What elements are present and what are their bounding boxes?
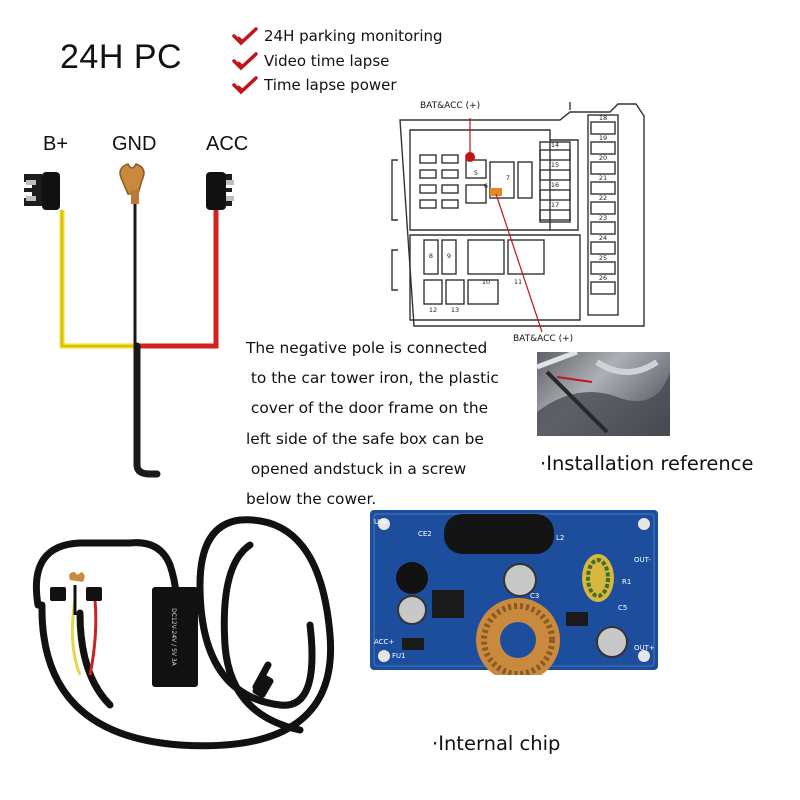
fuse-label-top: BAT&ACC (+) bbox=[420, 101, 481, 111]
mini-usb-plug bbox=[252, 674, 274, 698]
fuse-number: 19 bbox=[599, 134, 607, 142]
fuse-number: 20 bbox=[599, 154, 607, 162]
spade-connector bbox=[86, 587, 102, 601]
description-line: cover of the door frame on the bbox=[246, 399, 489, 418]
fuse-label-bottom: BAT&ACC (+) bbox=[513, 334, 574, 344]
pcb-label-out-minus: OUT- bbox=[634, 556, 651, 564]
fuse-highlight-acc bbox=[490, 188, 502, 196]
fuse-number: 15 bbox=[551, 161, 559, 169]
spade-connector-acc bbox=[206, 172, 234, 210]
fuse-number: 16 bbox=[551, 181, 559, 189]
wire-red bbox=[138, 210, 219, 349]
pcb-label-c5: C5 bbox=[618, 604, 627, 612]
feature-list: 24H parking monitoring Video time lapse … bbox=[232, 24, 443, 98]
feature-item: 24H parking monitoring bbox=[232, 24, 443, 49]
car-interior-image bbox=[537, 352, 670, 436]
fuse-number: 24 bbox=[599, 234, 607, 242]
feature-text: 24H parking monitoring bbox=[264, 27, 443, 45]
checkmark-icon bbox=[232, 76, 258, 95]
fuse-number: 25 bbox=[599, 254, 607, 262]
wire-yellow bbox=[59, 210, 136, 349]
fuse-number: 5 bbox=[474, 169, 478, 177]
fuse-number: 18 bbox=[599, 114, 607, 122]
installation-photo bbox=[537, 352, 670, 436]
fuse-number: 17 bbox=[551, 201, 559, 209]
spade-connector bbox=[50, 587, 66, 601]
fuse-number: 13 bbox=[451, 306, 459, 314]
fuse-number: 11 bbox=[514, 278, 522, 286]
feature-item: Time lapse power bbox=[232, 73, 443, 98]
chip-caption: ·Internal chip bbox=[432, 732, 561, 755]
ring-terminal-gnd bbox=[119, 163, 145, 204]
installation-caption: ·Installation reference bbox=[540, 452, 754, 475]
description-line: below the cower. bbox=[246, 490, 377, 509]
capacitor bbox=[444, 514, 554, 554]
fuse-number: 21 bbox=[599, 174, 607, 182]
pcb-label-r1: R1 bbox=[622, 578, 631, 586]
description-line: The negative pole is connected bbox=[246, 339, 488, 357]
pcb-label-out-plus: OUT+ bbox=[634, 644, 655, 652]
wiring-diagram bbox=[24, 163, 234, 478]
main-cable bbox=[133, 342, 161, 478]
fuse-number: 9 bbox=[447, 252, 451, 260]
wire-label-acc: ACC bbox=[206, 133, 249, 155]
pcb-label-uin: UIN- bbox=[374, 518, 389, 526]
installation-description: The negative pole is connected to the ca… bbox=[246, 333, 546, 514]
ring-terminal bbox=[69, 572, 85, 582]
feature-text: Video time lapse bbox=[264, 51, 390, 70]
pcb-label-fu1: FU1 bbox=[392, 652, 406, 660]
fuse-number: 7 bbox=[506, 174, 510, 182]
wire-label-b-plus: B+ bbox=[43, 133, 69, 155]
internal-chip-image: UIN- CE2 ACC+ FU1 L2 C3 C5 R1 OUT- OUT+ bbox=[370, 510, 658, 675]
fuse-number: 10 bbox=[482, 278, 490, 286]
checkmark-icon bbox=[232, 51, 258, 70]
fuse-number: 14 bbox=[551, 141, 559, 149]
feature-text: Time lapse power bbox=[264, 76, 397, 94]
fuse-number: 22 bbox=[599, 194, 607, 202]
fuse-box-diagram: 18 19 20 21 22 23 24 25 26 14 15 16 17 1… bbox=[391, 102, 645, 333]
hardwire-kit-image: DC12V-24V / 5V 3A bbox=[32, 516, 335, 750]
fuse-number: 26 bbox=[599, 274, 607, 282]
description-line: opened andstuck in a screw bbox=[246, 459, 467, 478]
inductor bbox=[396, 562, 428, 594]
pcb-label-ce2: CE2 bbox=[418, 530, 432, 538]
pcb-label-c3: C3 bbox=[530, 592, 539, 600]
fuse-number: 23 bbox=[599, 214, 607, 222]
module-label: DC12V-24V / 5V 3A bbox=[170, 608, 177, 667]
converter-module bbox=[152, 587, 198, 687]
description-line: to the car tower iron, the plastic bbox=[246, 369, 499, 388]
pcb-label-acc: ACC+ bbox=[374, 638, 394, 646]
fuse-number: 12 bbox=[429, 306, 437, 314]
fuse-number: 6 bbox=[484, 182, 488, 190]
checkmark-icon bbox=[232, 27, 258, 46]
spade-connector-b-plus bbox=[24, 172, 60, 210]
feature-item: Video time lapse bbox=[232, 49, 443, 74]
fuse-number: 8 bbox=[429, 252, 433, 260]
wire-label-gnd: GND bbox=[112, 133, 157, 155]
pcb-label-l2: L2 bbox=[556, 534, 564, 542]
description-line: left side of the safe box can be bbox=[246, 429, 484, 448]
product-title: 24H PC bbox=[60, 38, 183, 76]
